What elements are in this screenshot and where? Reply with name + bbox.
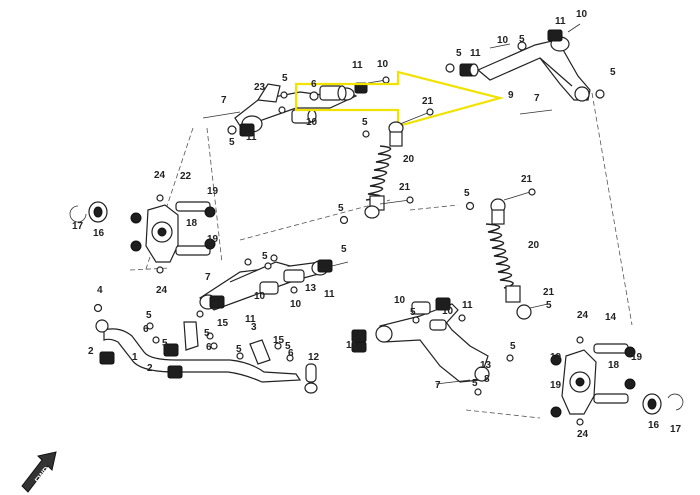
part-callout-5: 5 [282, 73, 288, 84]
part-callout-5: 5 [236, 344, 242, 355]
part-callout-5: 5 [229, 137, 235, 148]
part-callout-17: 17 [670, 424, 682, 435]
part-callout-19: 19 [207, 186, 219, 197]
part-callout-5: 5 [338, 203, 344, 214]
part-callout-13: 13 [480, 360, 492, 371]
part-callout-24: 24 [577, 429, 589, 440]
part-callout-5: 5 [472, 378, 478, 389]
part-callout-7: 7 [205, 272, 211, 283]
part-callout-24: 24 [156, 285, 168, 296]
left-knuckle-assembly [130, 194, 216, 274]
part-callout-10: 10 [306, 117, 318, 128]
upper-right-bushings [445, 23, 605, 115]
forward-direction-badge: FWD [21, 451, 57, 493]
part-callout-6: 6 [288, 348, 294, 359]
part-callout-5: 5 [212, 301, 218, 312]
upper-left-bushings [202, 76, 390, 137]
part-callout-17: 17 [72, 221, 84, 232]
part-callout-11: 11 [245, 314, 256, 325]
part-callout-10: 10 [290, 299, 302, 310]
part-callout-24: 24 [577, 310, 589, 321]
part-callout-6: 6 [206, 342, 212, 353]
lower-right-control-arm [351, 297, 514, 396]
part-callout-5: 5 [162, 338, 168, 349]
part-callout-5: 5 [146, 310, 152, 321]
lower-left-control-arm [199, 254, 349, 311]
part-callout-5: 5 [519, 34, 525, 45]
part-callout-20: 20 [403, 154, 415, 165]
part-callout-5: 5 [610, 67, 616, 78]
part-callout-5: 5 [285, 341, 291, 352]
part-callout-11: 11 [246, 132, 257, 143]
part-callout-10: 10 [497, 35, 509, 46]
part-callout-11: 11 [470, 48, 481, 59]
part-callout-20: 20 [528, 240, 540, 251]
part-callout-5: 5 [546, 300, 552, 311]
part-callout-10: 10 [394, 295, 406, 306]
part-callout-12: 12 [308, 352, 320, 363]
part-callout-14: 14 [605, 312, 617, 323]
part-callout-2: 2 [147, 363, 153, 374]
part-callout-7: 7 [221, 95, 227, 106]
part-callout-6: 6 [143, 324, 149, 335]
part-callout-19: 19 [207, 234, 219, 245]
highlight-arrow-icon [294, 70, 505, 128]
stabilizer-links [183, 310, 318, 394]
part-callout-13: 13 [305, 283, 317, 294]
part-callout-11: 11 [462, 300, 473, 311]
part-callout-5: 5 [510, 341, 516, 352]
part-callout-5: 5 [262, 251, 268, 262]
right-shock-absorber [465, 188, 549, 320]
part-callout-19: 19 [550, 352, 562, 363]
part-callout-24: 24 [154, 170, 166, 181]
part-callout-16: 16 [93, 228, 105, 239]
part-callout-2: 2 [88, 346, 94, 357]
part-callout-19: 19 [550, 380, 562, 391]
part-callout-10: 10 [254, 291, 266, 302]
left-shock-absorber [339, 108, 434, 225]
part-callout-6: 6 [311, 79, 317, 90]
part-callout-8: 8 [484, 374, 490, 385]
part-callout-23: 23 [254, 82, 266, 93]
part-callout-5: 5 [464, 188, 470, 199]
part-callout-7: 7 [435, 380, 441, 391]
part-callout-5: 5 [204, 328, 210, 339]
part-callout-10: 10 [442, 306, 454, 317]
forward-arrow-icon [21, 451, 57, 493]
part-callout-21: 21 [543, 287, 555, 298]
part-callout-19: 19 [631, 352, 643, 363]
part-callout-11: 11 [346, 340, 357, 351]
stabilizer-bar [93, 303, 302, 383]
part-callout-9: 9 [508, 90, 514, 101]
right-knuckle-assembly [550, 336, 636, 426]
part-callout-1: 1 [132, 352, 138, 363]
part-callout-18: 18 [608, 360, 620, 371]
part-callout-5: 5 [456, 48, 462, 59]
part-callout-16: 16 [648, 420, 660, 431]
part-callout-15: 15 [217, 318, 229, 329]
part-callout-7: 7 [534, 93, 540, 104]
part-callout-21: 21 [521, 174, 533, 185]
part-callout-11: 11 [324, 289, 335, 300]
upper-right-control-arm [476, 36, 591, 102]
part-callout-10: 10 [576, 9, 588, 20]
left-hub-bearing [69, 201, 108, 223]
part-callout-10: 10 [377, 59, 389, 70]
right-hub-bearing [642, 393, 684, 415]
part-callout-4: 4 [97, 285, 103, 296]
part-callout-5: 5 [341, 244, 347, 255]
part-callout-22: 22 [180, 171, 192, 182]
part-callout-5: 5 [410, 307, 416, 318]
part-callout-11: 11 [352, 60, 363, 71]
part-callout-15: 15 [273, 335, 285, 346]
part-callout-21: 21 [399, 182, 411, 193]
part-callout-21: 21 [422, 96, 434, 107]
part-callout-3: 3 [251, 322, 257, 333]
part-callout-5: 5 [362, 117, 368, 128]
part-callout-11: 11 [555, 16, 566, 27]
part-callout-18: 18 [186, 218, 198, 229]
